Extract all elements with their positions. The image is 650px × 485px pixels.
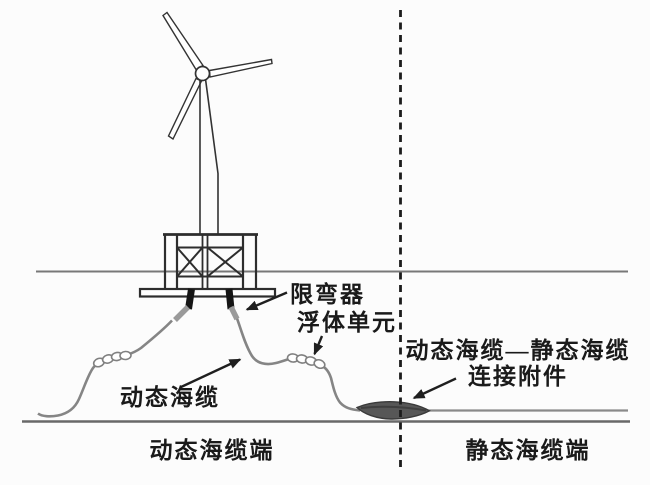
cable-connection-joint: [355, 401, 431, 420]
annotation-arrows: [179, 291, 457, 400]
label-connection-joint: 动态海缆—静态海缆 连接附件: [402, 338, 634, 390]
dynamic-cable-left: [37, 319, 173, 418]
bend-stiffener-left-tip: [173, 305, 190, 322]
rotor-blade-upper: [162, 11, 205, 71]
buoyancy-modules-left: [92, 350, 132, 368]
bend-stiffener-right: [225, 288, 235, 310]
floating-platform: [138, 233, 277, 298]
buoyancy-modules-right: [286, 353, 326, 370]
rotor-blade-lower: [167, 77, 203, 141]
buoyancy-unit-arrow: [313, 335, 324, 356]
label-dynamic-cable: 动态海缆: [120, 385, 220, 410]
bend-stiffener-left: [185, 288, 195, 310]
connection-joint-arrow: [412, 377, 457, 400]
platform-base-plate: [138, 287, 277, 298]
rotor-blade-right: [208, 58, 273, 78]
turbine-tower: [199, 78, 219, 235]
bend-stiffener-right-tip: [228, 305, 240, 321]
label-dynamic-cable-end: 动态海缆端: [149, 438, 275, 463]
label-buoyancy-unit: 浮体单元: [297, 310, 397, 335]
label-bend-limiter: 限弯器: [290, 282, 365, 307]
dynamic-cable-arrow: [179, 358, 242, 389]
bend-limiter-arrow: [245, 291, 288, 311]
label-connection-joint-line2: 连接附件: [468, 364, 568, 389]
wind-turbine-rotor: [162, 11, 273, 141]
rotor-hub: [194, 65, 211, 82]
label-static-cable-end: 静态海缆端: [465, 438, 591, 463]
bend-stiffeners: [173, 288, 240, 322]
label-connection-joint-line1: 动态海缆—静态海缆: [405, 338, 631, 363]
cross-bracing: [176, 246, 244, 278]
